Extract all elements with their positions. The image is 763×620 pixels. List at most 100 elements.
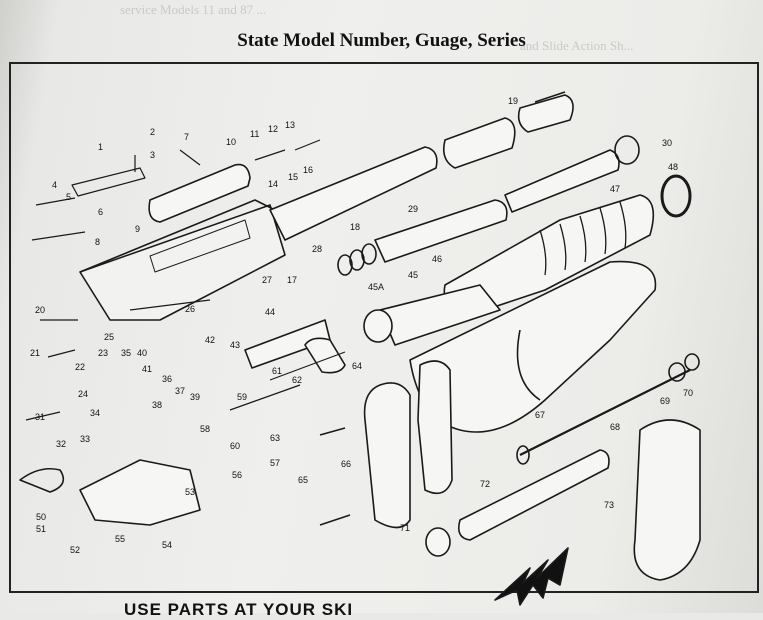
- label-72: 72: [480, 479, 490, 489]
- part-30: [504, 149, 620, 213]
- label-57: 57: [270, 458, 280, 468]
- label-28: 28: [312, 244, 322, 254]
- label-44: 44: [265, 307, 275, 317]
- page-title: State Model Number, Guage, Series: [237, 30, 526, 51]
- part-19: [517, 94, 574, 133]
- label-59: 59: [237, 392, 247, 402]
- label-45a: 45A: [368, 282, 384, 292]
- label-48: 48: [668, 162, 678, 172]
- label-4: 4: [52, 180, 57, 190]
- label-16: 16: [303, 165, 313, 175]
- trigger-group: [79, 459, 201, 526]
- part-48: [660, 174, 692, 218]
- part-65: [319, 427, 346, 436]
- receiver-top: [79, 199, 276, 273]
- part-70: [684, 353, 700, 371]
- label-42: 42: [205, 335, 215, 345]
- label-61: 61: [272, 366, 282, 376]
- label-34: 34: [90, 408, 100, 418]
- label-60: 60: [230, 441, 240, 451]
- lightning-bolt-graphic: [494, 547, 569, 606]
- footer-caption: USE PARTS AT YOUR SKI: [124, 600, 354, 619]
- label-41: 41: [142, 364, 152, 374]
- label-20: 20: [35, 305, 45, 315]
- label-36: 36: [162, 374, 172, 384]
- label-1: 1: [98, 142, 103, 152]
- label-19: 19: [508, 96, 518, 106]
- diagram-frame: [9, 62, 759, 593]
- label-6: 6: [98, 207, 103, 217]
- label-37: 37: [175, 386, 185, 396]
- label-11: 11: [250, 129, 259, 139]
- label-47: 47: [610, 184, 620, 194]
- label-68: 68: [610, 422, 620, 432]
- label-18: 18: [350, 222, 360, 232]
- part-66: [363, 382, 411, 529]
- part-28: [337, 254, 353, 276]
- label-43: 43: [230, 340, 240, 350]
- label-45: 45: [408, 270, 418, 280]
- label-29: 29: [408, 204, 418, 214]
- label-33: 33: [80, 434, 90, 444]
- bleed-through-text-2: and Slide Action Sh...: [520, 38, 634, 53]
- label-71: 71: [400, 523, 410, 533]
- label-2: 2: [150, 127, 155, 137]
- label-40: 40: [137, 348, 147, 358]
- label-12: 12: [268, 124, 278, 134]
- part-45a: [363, 309, 393, 343]
- label-14: 14: [268, 179, 278, 189]
- label-65: 65: [298, 475, 308, 485]
- label-7: 7: [184, 132, 189, 142]
- label-54: 54: [162, 540, 172, 550]
- label-21: 21: [30, 348, 40, 358]
- label-30: 30: [662, 138, 672, 148]
- label-46: 46: [432, 254, 442, 264]
- label-53: 53: [185, 487, 195, 497]
- label-73: 73: [604, 500, 614, 510]
- part-68: [519, 369, 691, 456]
- label-22: 22: [75, 362, 85, 372]
- label-67: 67: [535, 410, 545, 420]
- label-39: 39: [190, 392, 200, 402]
- label-9: 9: [135, 224, 140, 234]
- label-25: 25: [104, 332, 114, 342]
- label-51: 51: [36, 524, 46, 534]
- label-52: 52: [70, 545, 80, 555]
- part-29: [374, 199, 508, 263]
- label-5: 5: [66, 192, 71, 202]
- buttplate: [633, 419, 701, 581]
- part-69: [668, 362, 686, 382]
- label-17: 17: [287, 275, 297, 285]
- part-71: [425, 527, 451, 557]
- magazine-tube: [269, 146, 438, 241]
- label-24: 24: [78, 389, 88, 399]
- label-3: 3: [150, 150, 155, 160]
- label-38: 38: [152, 400, 162, 410]
- label-13: 13: [285, 120, 295, 130]
- label-15: 15: [288, 172, 298, 182]
- label-35: 35: [121, 348, 131, 358]
- label-55: 55: [115, 534, 125, 544]
- part-72: [457, 449, 610, 541]
- part-64: [304, 337, 346, 374]
- label-32: 32: [56, 439, 66, 449]
- label-70: 70: [683, 388, 693, 398]
- barrel-section: [442, 117, 516, 169]
- label-63: 63: [270, 433, 280, 443]
- label-56: 56: [232, 470, 242, 480]
- label-27: 27: [262, 275, 272, 285]
- part-labels: 1 2 3 4 5 6 7 8 9 10 11 12 13 14 15 16 1…: [30, 96, 693, 555]
- bleed-through-text: service Models 11 and 87 ...: [120, 2, 267, 17]
- label-50: 50: [36, 512, 46, 522]
- label-23: 23: [98, 348, 108, 358]
- part-10: [148, 163, 251, 223]
- label-26: 26: [185, 304, 195, 314]
- label-69: 69: [660, 396, 670, 406]
- label-66: 66: [341, 459, 351, 469]
- label-62: 62: [292, 375, 302, 385]
- part-67: [417, 360, 453, 495]
- label-31: 31: [35, 412, 45, 422]
- label-64: 64: [352, 361, 362, 371]
- label-58: 58: [200, 424, 210, 434]
